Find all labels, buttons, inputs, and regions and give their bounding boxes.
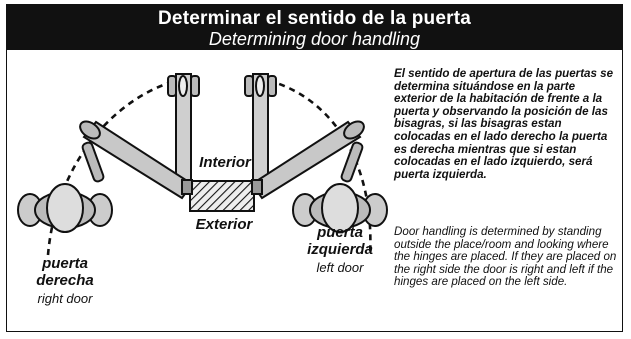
left-door-label-en: left door	[316, 260, 364, 275]
right-door-label-es-2: derecha	[36, 272, 94, 289]
left-door-handle	[340, 141, 364, 183]
right-door-angled	[79, 120, 194, 200]
right-door-handle	[81, 141, 105, 183]
right-door-label-en: right door	[37, 291, 93, 306]
right-door-label-es-1: puerta	[42, 255, 88, 272]
exterior-label: Exterior	[195, 216, 253, 233]
left-door-open	[244, 73, 277, 185]
person-left-door	[292, 183, 388, 233]
title-bar: Determinar el sentido de la puerta Deter…	[7, 5, 622, 50]
title-english: Determining door handling	[208, 29, 421, 49]
left-door-angled	[250, 120, 365, 200]
door-frame-hatched	[189, 180, 255, 212]
left-door-swing-arc	[257, 76, 372, 256]
left-door-label-es-1: puerta	[317, 224, 363, 241]
door-handling-panel: Determinar el sentido de la puerta Deter…	[6, 4, 623, 332]
door-diagram	[17, 73, 388, 256]
interior-label: Interior	[199, 154, 251, 171]
title-spanish: Determinar el sentido de la puerta	[158, 8, 471, 29]
left-door-label-es-2: izquierda	[307, 241, 373, 258]
description-spanish: El sentido de apertura de las puertas se…	[394, 67, 614, 181]
person-right-door	[17, 183, 113, 233]
description-english: Door handling is determined by standing …	[394, 225, 617, 289]
right-door-open	[167, 73, 200, 185]
